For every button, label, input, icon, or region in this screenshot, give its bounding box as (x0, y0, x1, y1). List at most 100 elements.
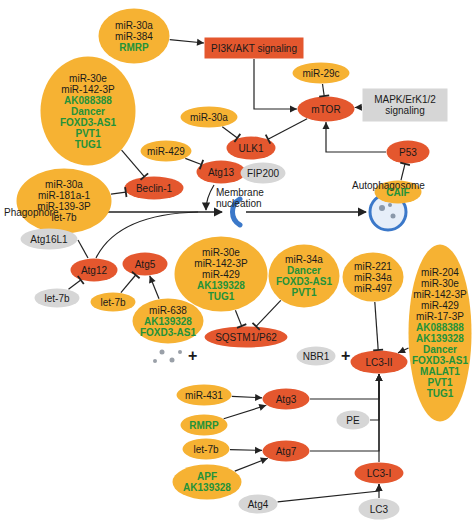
inhibition-bar (125, 187, 126, 197)
node-text: FIP200 (247, 168, 279, 179)
factor-ellipse: PE (336, 410, 370, 430)
node-text: AK139328 (416, 333, 464, 344)
node-content: miR-30emiR-142-3PAK088388DancerFOXD3-AS1… (40, 56, 136, 166)
inhibition-connector (185, 158, 203, 169)
connector-line (278, 484, 379, 502)
connector-line (310, 374, 379, 451)
node-content: miR-638AK139328FOXD3-AS1 (132, 298, 204, 344)
arrow-head (376, 374, 383, 381)
inhibition-bar (400, 163, 410, 165)
node-text: Atg13 (208, 167, 234, 178)
activation-connector (278, 484, 383, 502)
node-text: miR-142-3P (413, 289, 466, 300)
node-text: miR-221 (354, 261, 392, 272)
cargo-dot (153, 359, 157, 363)
node-text: AK139328 (197, 280, 245, 291)
conjugation-line (96, 212, 198, 258)
connector-line (222, 127, 237, 138)
inhibition-bar (237, 324, 246, 328)
cargo-dot (379, 205, 385, 211)
node-text: NBR1 (303, 351, 330, 362)
node-text: TUG1 (208, 291, 235, 302)
protein-ellipse: SQSTM1/P62 (204, 326, 288, 348)
node-text: miR-142-3P (194, 258, 247, 269)
node-text: PVT1 (75, 128, 100, 139)
arrow-head (398, 347, 406, 353)
inhibition-connector (266, 119, 307, 144)
node-fill (337, 411, 370, 430)
node-fill (183, 439, 230, 460)
regulator-ellipse: CAIF (374, 180, 422, 204)
connector-line (378, 484, 379, 498)
connector-line (232, 396, 262, 397)
activation-connector (398, 347, 409, 353)
activation-connector (376, 484, 383, 498)
node-text: miR-30e (202, 247, 240, 258)
activation-connector (149, 276, 159, 299)
inhibition-bar (373, 349, 383, 351)
inhibition-connector (122, 150, 149, 180)
pathway-box: PI3K/AKT signaling (204, 37, 304, 59)
node-text: AK088388 (64, 95, 112, 106)
connector-line (378, 374, 379, 462)
inhibition-connector (373, 302, 383, 350)
node-text: MAPK/ErK1/2 signaling (366, 94, 444, 116)
protein-ellipse: LC3-II (350, 350, 408, 374)
node-content: Beclin-1 (124, 176, 184, 200)
node-fill (269, 245, 340, 308)
node-fill (205, 38, 304, 59)
node-fill (263, 441, 310, 462)
regulator-ellipse: RMRP (180, 414, 228, 436)
node-content: LC3 (358, 498, 400, 520)
node-fill (298, 97, 355, 122)
regulator-ellipse: miR-30emiR-142-3PmiR-429AK139328TUG1 (174, 236, 268, 312)
node-text: TUG1 (75, 139, 102, 150)
node-fill (387, 141, 430, 164)
factor-ellipse: Atg16L1 (20, 228, 78, 250)
regulator-ellipse: miR-29c (292, 62, 350, 84)
stage-label: Membrane nucleation (216, 187, 274, 209)
inhibition-bar (78, 276, 84, 284)
node-text: Atg16L1 (30, 234, 67, 245)
connector-line (401, 164, 405, 180)
node-text: Atg7 (276, 446, 297, 457)
regulator-ellipse: miR-30amiR-181a-1miR-139-3Plet-7b (16, 168, 112, 234)
node-content: ULK1 (226, 136, 276, 160)
node-text: AK139328 (183, 482, 231, 493)
node-content: miR-30a (180, 106, 238, 128)
node-text: ULK1 (238, 143, 263, 154)
arrow-head (259, 404, 267, 411)
node-content: PI3K/AKT signaling (204, 37, 304, 59)
cargo-dot (160, 350, 165, 355)
node-content: Atg4 (238, 494, 278, 514)
pathway-arrow (246, 211, 366, 212)
node-fill (177, 385, 232, 406)
protein-ellipse: Atg12 (70, 258, 118, 282)
node-fill (21, 229, 78, 250)
node-text: miR-204 (421, 267, 459, 278)
connector-line (355, 107, 362, 109)
connector-line (256, 300, 281, 326)
node-fill (99, 9, 170, 64)
node-text: RMRP (189, 420, 218, 431)
node-text: Beclin-1 (136, 183, 172, 194)
inhibition-bar (132, 272, 140, 278)
regulator-ellipse: miR-431 (176, 384, 232, 406)
pathway-box: MAPK/ErK1/2 signaling (362, 88, 448, 122)
activation-connector (310, 374, 383, 451)
node-fill (351, 351, 408, 374)
activation-connector (370, 374, 383, 420)
node-fill (173, 465, 242, 500)
node-content: PE (336, 410, 370, 430)
protein-ellipse: ULK1 (226, 136, 276, 160)
node-fill (125, 177, 184, 200)
node-content: miR-34aDancerFOXD3-AS1PVT1 (268, 244, 340, 308)
node-text: Atg4 (248, 499, 269, 510)
connector-line (121, 275, 136, 293)
node-content: Atg7 (262, 440, 310, 462)
node-text: MALAT1 (420, 366, 460, 377)
node-text: SQSTM1/P62 (215, 332, 277, 343)
node-content: miR-204miR-30emiR-142-3PmiR-429miR-17-3P… (408, 244, 472, 422)
node-content: miR-29c (292, 62, 350, 84)
